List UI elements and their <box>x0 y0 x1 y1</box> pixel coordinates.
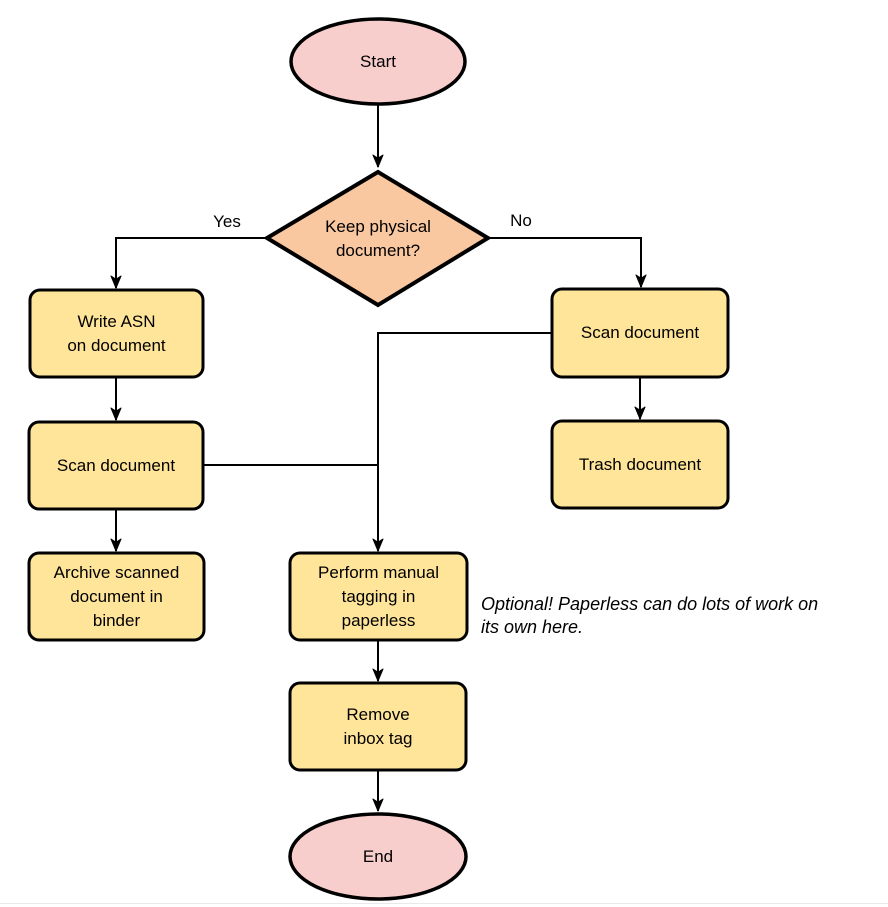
scan-left-node-shape <box>27 420 205 511</box>
remove-inbox-node-shape <box>288 681 468 772</box>
trash-node-shape <box>550 419 730 510</box>
start-node-shape <box>289 17 467 106</box>
edge-decision-no-to-scan-right <box>490 237 647 288</box>
edges-layer <box>110 105 647 812</box>
decision-node-shape <box>263 169 492 308</box>
perform-tagging-node-shape <box>288 551 469 642</box>
end-node-shape <box>288 812 468 901</box>
nodes-layer <box>27 17 730 901</box>
footer-divider-line <box>0 903 888 904</box>
archive-node-shape <box>27 551 206 642</box>
edge-scan-right-to-perform-tagging <box>372 332 552 552</box>
edge-decision-yes-to-write-asn <box>110 237 265 289</box>
scan-right-node-shape <box>550 287 730 379</box>
write-asn-node-shape <box>28 288 205 379</box>
